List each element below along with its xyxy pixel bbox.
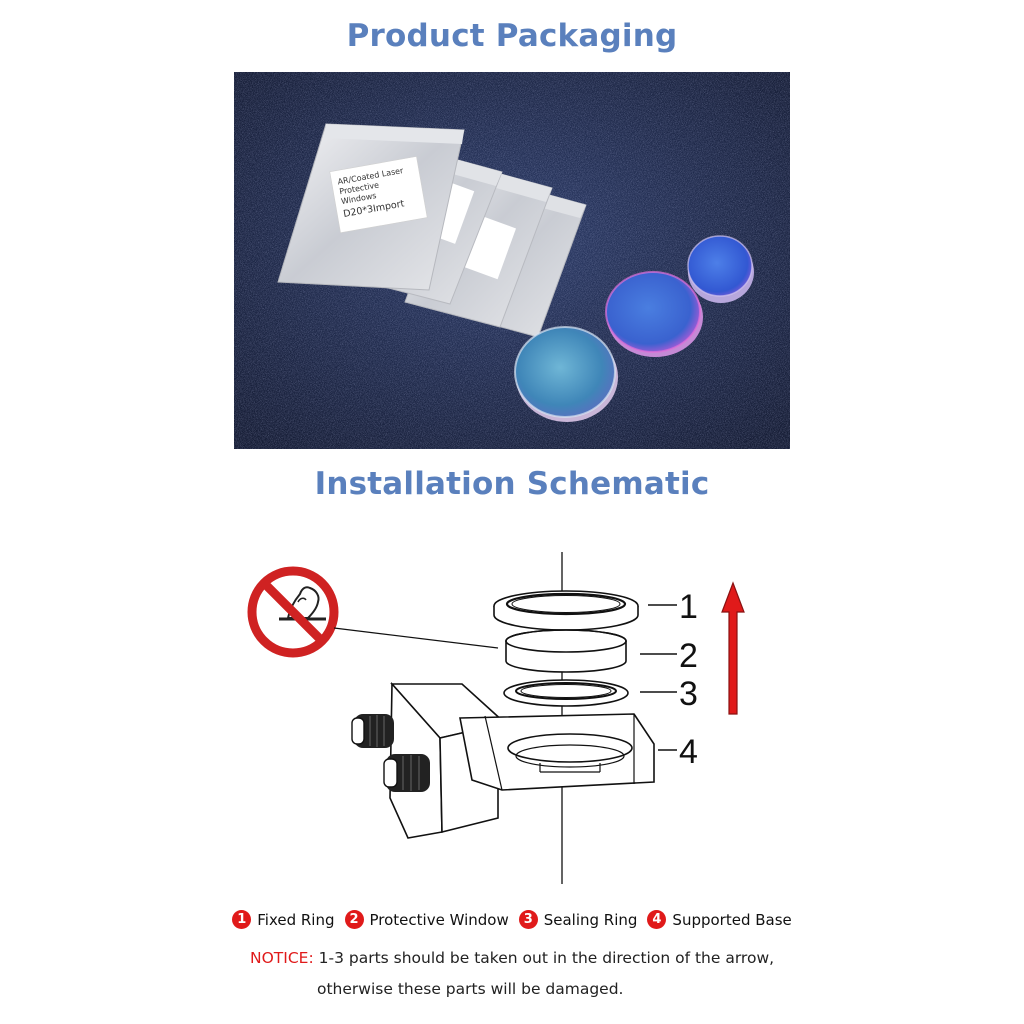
heading-installation-schematic: Installation Schematic (314, 466, 710, 502)
legend-number-badge: 1 (232, 910, 252, 929)
packaging-photo: AR/Coated Laser Protective Windows D20*3… (234, 72, 790, 449)
foil-packet-front: AR/Coated Laser Protective Windows D20*3… (277, 123, 465, 291)
pointer-line (333, 627, 499, 649)
lens-small (687, 235, 754, 303)
protective-window (505, 629, 627, 673)
legend-number-badge: 4 (647, 910, 667, 929)
notice-line-1: NOTICE: 1-3 parts should be taken out in… (250, 949, 774, 967)
parts-legend: 1 Fixed Ring 2 Protective Window 3 Seali… (0, 910, 1024, 929)
legend-label: Protective Window (369, 910, 509, 929)
sealing-ring (503, 679, 629, 707)
legend-number-badge: 3 (518, 910, 538, 929)
legend-number-badge: 2 (344, 910, 364, 929)
part-number-3: 3 (679, 675, 698, 713)
no-touch-icon (247, 566, 339, 658)
fixed-ring (493, 590, 639, 631)
notice-text: 1-3 parts should be taken out in the dir… (313, 949, 775, 967)
adjustment-knob (383, 754, 430, 792)
legend-label: Supported Base (672, 910, 792, 929)
adjustment-knob (351, 714, 394, 748)
legend-item-supported-base: 4 Supported Base (647, 910, 792, 929)
heading-product-packaging: Product Packaging (346, 18, 678, 54)
legend-label: Sealing Ring (543, 910, 638, 929)
notice-label: NOTICE: (250, 949, 314, 967)
notice-line-2: otherwise these parts will be damaged. (317, 980, 624, 998)
part-number-4: 4 (679, 733, 698, 771)
removal-direction-arrow (721, 581, 745, 715)
part-number-1: 1 (679, 588, 698, 626)
lens-large (514, 326, 618, 422)
legend-item-protective-window: 2 Protective Window (344, 910, 509, 929)
installation-schematic: 1 2 3 4 (240, 548, 780, 893)
part-number-2: 2 (679, 637, 698, 675)
legend-label: Fixed Ring (257, 910, 335, 929)
legend-item-sealing-ring: 3 Sealing Ring (518, 910, 638, 929)
legend-item-fixed-ring: 1 Fixed Ring (232, 910, 335, 929)
lens-medium (605, 271, 703, 357)
